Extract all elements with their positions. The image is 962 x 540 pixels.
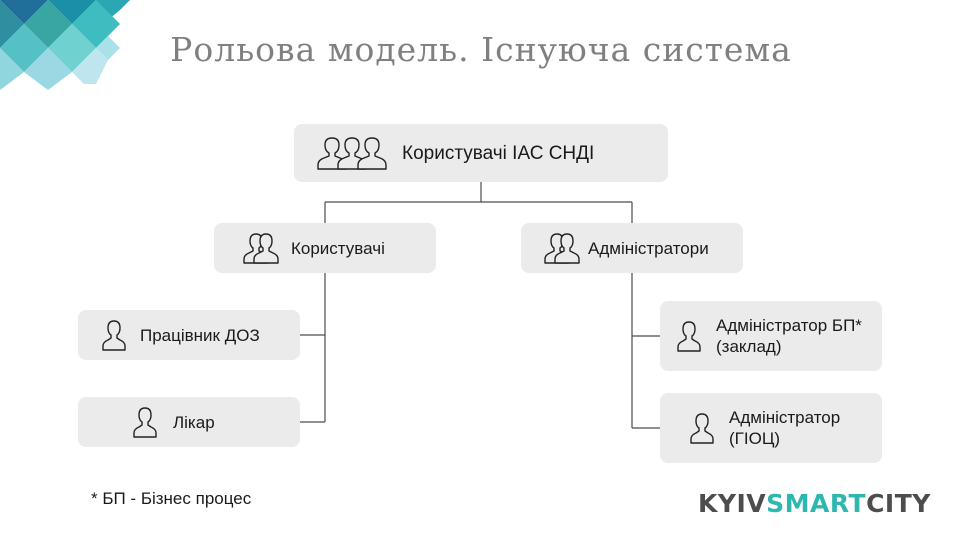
users-icon bbox=[544, 232, 580, 264]
node-ias-users: Користувачі ІАС СНДІ bbox=[294, 124, 668, 182]
node-users: Користувачі bbox=[214, 223, 436, 273]
kyiv-smart-city-logo: KYIVSMARTCITY bbox=[698, 489, 931, 518]
footnote: * БП - Бізнес процес bbox=[91, 489, 252, 508]
logo-kyiv: KYIV bbox=[698, 489, 767, 518]
corner-decoration bbox=[0, 0, 130, 90]
node-admin-bp-label: Адміністратор БП* (заклад) bbox=[716, 315, 862, 357]
logo-smart: SMART bbox=[766, 489, 867, 518]
user-icon bbox=[102, 319, 126, 351]
node-doctor-label: Лікар bbox=[173, 412, 215, 432]
node-admin-gioc-line1: Адміністратор bbox=[729, 408, 841, 427]
user-icon bbox=[690, 412, 714, 444]
node-admin-gioc-label: Адміністратор (ГІОЦ) bbox=[729, 407, 840, 449]
user-group-icon bbox=[316, 136, 388, 170]
node-doctor: Лікар bbox=[78, 397, 300, 447]
node-doz-worker-label: Працівник ДОЗ bbox=[140, 325, 260, 345]
node-admin-gioc: Адміністратор (ГІОЦ) bbox=[660, 393, 882, 463]
node-administrators-label: Адміністратори bbox=[588, 238, 709, 258]
logo-city: CITY bbox=[866, 489, 931, 518]
node-admin-bp-line2: (заклад) bbox=[716, 337, 782, 356]
node-admin-gioc-line2: (ГІОЦ) bbox=[729, 429, 781, 448]
node-admin-bp: Адміністратор БП* (заклад) bbox=[660, 301, 882, 371]
node-doz-worker: Працівник ДОЗ bbox=[78, 310, 300, 360]
user-icon bbox=[133, 406, 157, 438]
slide-title: Рольова модель. Існуюча система bbox=[170, 30, 792, 69]
node-administrators: Адміністратори bbox=[521, 223, 743, 273]
user-icon bbox=[677, 320, 701, 352]
node-admin-bp-line1: Адміністратор БП* bbox=[716, 316, 862, 335]
node-ias-users-label: Користувачі ІАС СНДІ bbox=[402, 142, 595, 164]
node-users-label: Користувачі bbox=[291, 238, 385, 258]
users-icon bbox=[243, 232, 279, 264]
